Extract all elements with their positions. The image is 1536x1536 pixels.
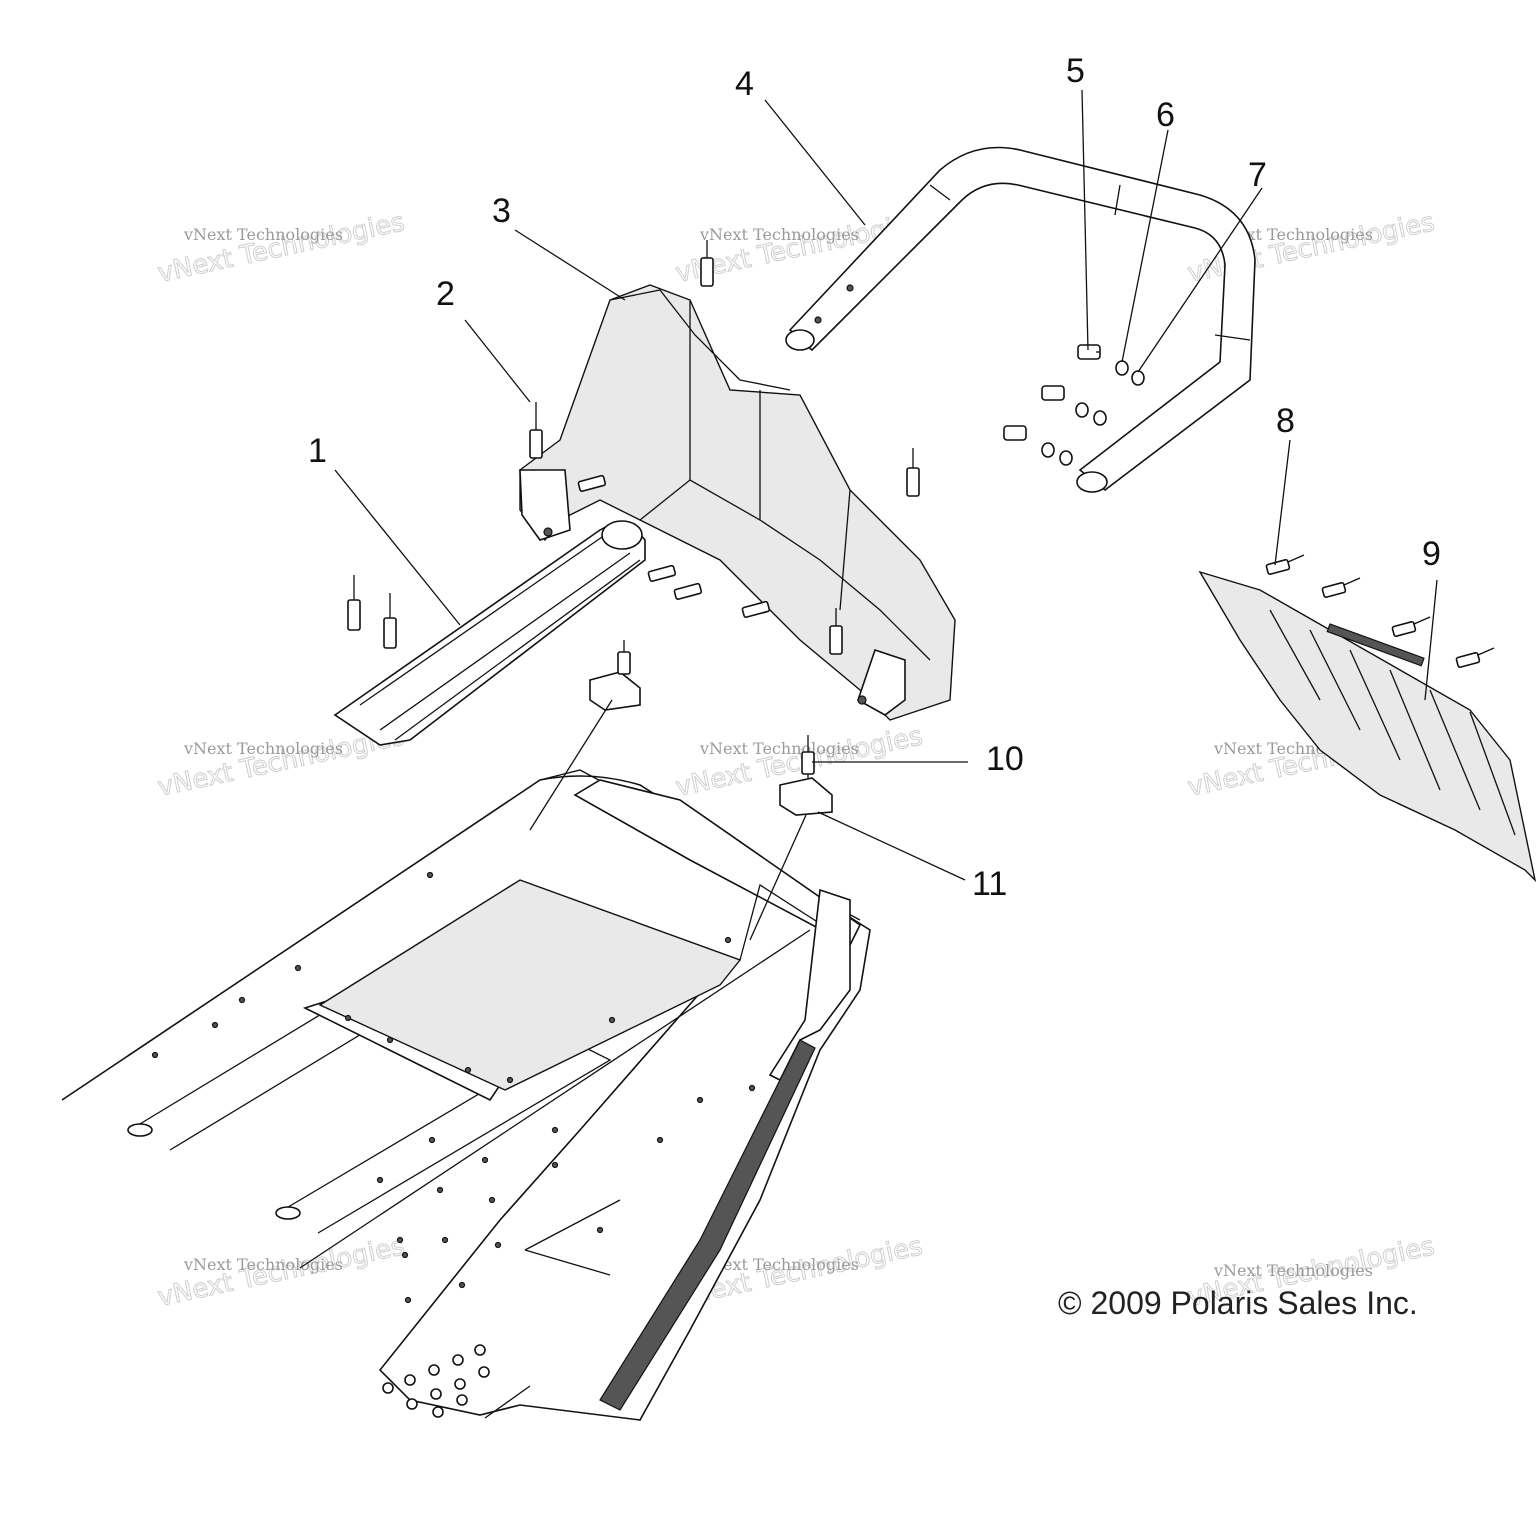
snow-flap-part-9 [1198, 570, 1536, 882]
callout-5: 5 [1066, 52, 1085, 90]
callout-4: 4 [735, 65, 754, 103]
watermark-text: vNext Technologies [1213, 225, 1373, 244]
grab-handle-part-4 [785, 146, 1256, 493]
callout-9: 9 [1422, 535, 1441, 573]
traction-holes [382, 1344, 490, 1418]
chassis-tunnel [61, 769, 871, 1421]
watermark-logo-text: vNext Technologies [155, 207, 407, 289]
watermark-text: vNext Technologies [183, 225, 343, 244]
chassis-holes [151, 871, 756, 1304]
callout-10: 10 [986, 740, 1024, 778]
callout-3: 3 [492, 192, 511, 230]
brackets-parts-10-11 [589, 640, 833, 816]
callout-11: 11 [972, 865, 1007, 903]
rivets-part-2 [347, 240, 920, 655]
watermark-text: vNext Technologies [183, 739, 343, 758]
rear-bumper-part-3 [519, 284, 956, 721]
rivets-part-8 [1265, 554, 1495, 669]
copyright-text: © 2009 Polaris Sales Inc. [1058, 1285, 1418, 1321]
callout-6: 6 [1156, 96, 1175, 134]
watermark-bottom-left: vNext Technologies vNext Technologies [155, 1231, 408, 1314]
callout-7: 7 [1248, 156, 1267, 194]
leader-lines [299, 89, 1438, 1419]
callout-8: 8 [1276, 402, 1295, 440]
watermark-text: vNext Technologies [699, 1255, 859, 1274]
watermark-top-left: vNext Technologies vNext Technologies [155, 207, 408, 290]
bolts-washers-parts-5-6-7 [1003, 344, 1145, 466]
brace-part-1 [333, 520, 646, 746]
watermark-text: vNext Technologies [699, 739, 859, 758]
watermark-text: vNext Technologies [699, 225, 859, 244]
callout-1: 1 [308, 432, 327, 470]
callout-2: 2 [436, 275, 455, 313]
callouts: 1 2 3 4 5 6 7 8 9 10 11 [308, 52, 1441, 903]
watermark-text: vNext Technologies [183, 1255, 343, 1274]
watermark-text: vNext Technologies [1213, 1261, 1373, 1280]
